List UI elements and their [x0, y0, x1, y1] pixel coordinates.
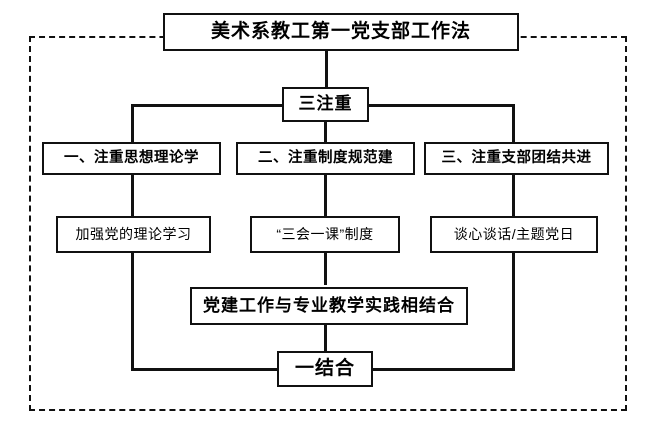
node-leaf-1: 加强党的理论学习: [56, 216, 211, 253]
node-root-three-focus: 三注重: [282, 87, 369, 122]
node-leaf-3: 谈心谈话/主题党日: [430, 216, 598, 253]
node-title: 美术系教工第一党支部工作法: [163, 13, 519, 51]
connector-bottom-bus-right: [372, 368, 515, 371]
connector-root-to-pillar-1: [131, 104, 134, 143]
connector-root-arm-right: [368, 104, 515, 107]
connector-pillar-2-to-leaf: [324, 174, 327, 216]
node-pillar-3: 三、注重支部团结共进: [424, 142, 609, 175]
node-leaf-2: “三会一课”制度: [250, 216, 400, 253]
node-pillar-1: 一、注重思想理论学: [42, 142, 221, 175]
connector-root-to-pillar-3: [512, 104, 515, 143]
node-integration: 党建工作与专业教学实践相结合: [190, 287, 468, 325]
connector-integration-to-bottom: [324, 325, 327, 353]
node-bottom-one-integration: 一结合: [277, 351, 373, 387]
node-pillar-2: 二、注重制度规范建: [236, 142, 415, 175]
connector-leaf-1-down: [131, 253, 134, 369]
connector-pillar-3-to-leaf: [512, 174, 515, 216]
connector-title-to-root: [325, 50, 328, 90]
connector-root-arm-left: [131, 104, 283, 107]
connector-root-to-pillar-2: [324, 122, 327, 143]
connector-bottom-bus-left: [131, 368, 279, 371]
connector-leaf-3-down: [512, 253, 515, 369]
connector-leaf-2-to-integration: [324, 253, 327, 285]
connector-pillar-1-to-leaf: [131, 174, 134, 216]
